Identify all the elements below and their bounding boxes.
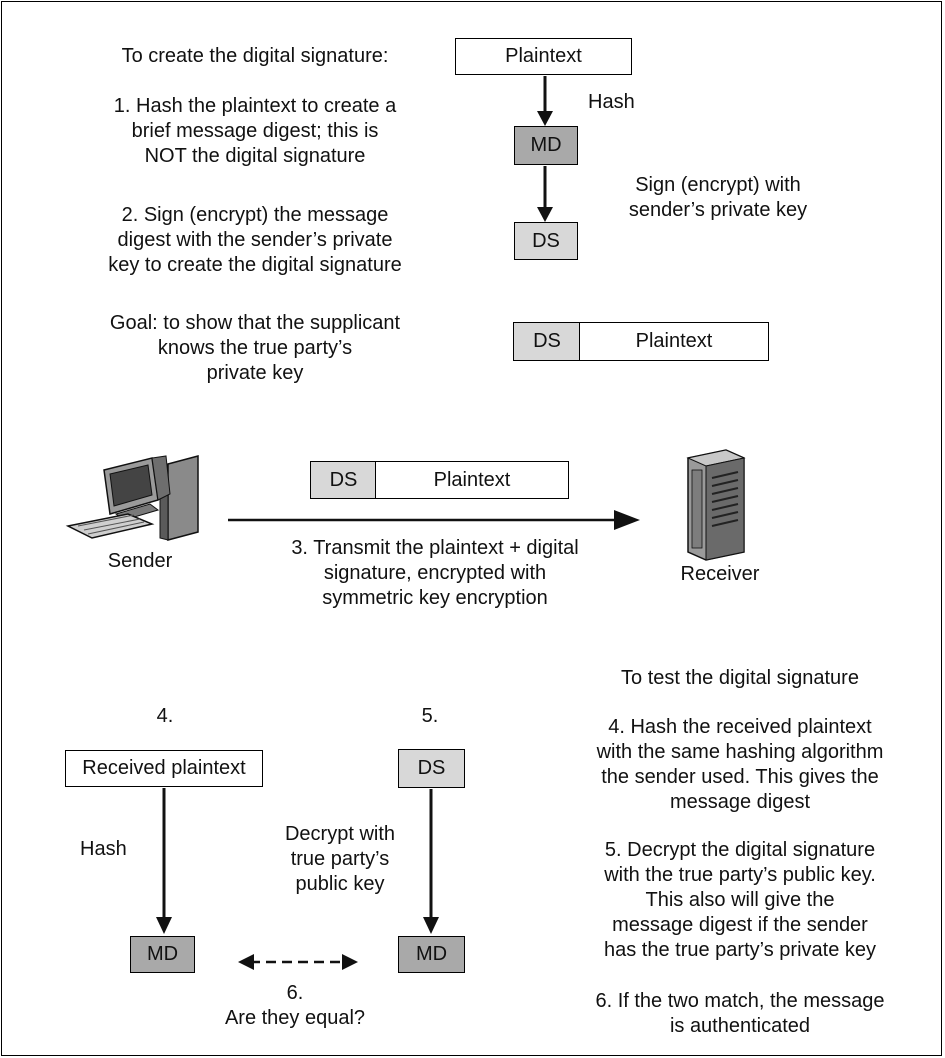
arrow-md-to-ds	[537, 166, 553, 222]
step1-line1: 1. Hash the plaintext to create a	[113, 95, 397, 117]
bundle-top-plaintext: Plaintext	[579, 322, 769, 361]
arrow-ds-to-md	[423, 789, 439, 934]
step3-line3: symmetric key encryption	[322, 587, 548, 609]
step4-number: 4.	[156, 705, 174, 727]
md-box-left: MD	[130, 936, 195, 973]
sender-label: Sender	[107, 550, 173, 572]
step6-question: Are they equal?	[224, 1007, 366, 1029]
test-heading: To test the digital signature	[621, 667, 859, 689]
sign-label-line1: Sign (encrypt) with	[635, 174, 801, 196]
md-box-top: MD	[514, 126, 578, 165]
arrow-transmit	[228, 510, 640, 530]
sign-label-line2: sender’s private key	[628, 199, 808, 221]
decrypt-line1: Decrypt with	[284, 823, 396, 845]
test4-line2: with the same hashing algorithm	[596, 741, 884, 763]
bundle-mid-ds: DS	[310, 461, 377, 499]
step6-number: 6.	[286, 982, 304, 1004]
receiver-label: Receiver	[680, 563, 760, 585]
hash-label-top: Hash	[588, 91, 635, 113]
decrypt-line3: public key	[295, 873, 385, 895]
create-heading: To create the digital signature:	[121, 45, 389, 67]
receiver-server-icon	[686, 449, 746, 561]
test5-line2: with the true party’s public key.	[604, 864, 876, 886]
step1-line2: brief message digest; this is	[131, 120, 379, 142]
test5-line1: 5. Decrypt the digital signature	[604, 839, 876, 861]
hash-label-bottom: Hash	[80, 838, 127, 860]
decrypt-line2: true party’s	[290, 848, 390, 870]
goal-line2: knows the true party’s	[157, 337, 353, 359]
test4-line3: the sender used. This gives the	[601, 766, 879, 788]
test4-line1: 4. Hash the received plaintext	[608, 716, 872, 738]
md-box-right: MD	[398, 936, 465, 973]
bundle-top-ds: DS	[513, 322, 581, 361]
arrow-plaintext-to-md	[537, 76, 553, 126]
test5-line5: has the true party’s private key	[604, 939, 876, 961]
test5-line3: This also will give the	[645, 889, 835, 911]
test6-line1: 6. If the two match, the message	[595, 990, 885, 1012]
goal-line1: Goal: to show that the supplicant	[109, 312, 401, 334]
test4-line4: message digest	[669, 791, 811, 813]
ds-box-top: DS	[514, 222, 578, 260]
test5-line4: message digest if the sender	[612, 914, 868, 936]
bundle-mid-plaintext: Plaintext	[375, 461, 569, 499]
step2-line3: key to create the digital signature	[108, 254, 402, 276]
step2-line2: digest with the sender’s private	[117, 229, 393, 251]
ds-box-bottom: DS	[398, 749, 465, 788]
received-plaintext-box: Received plaintext	[65, 750, 263, 787]
arrow-compare-dashed	[238, 954, 358, 970]
goal-line3: private key	[206, 362, 304, 384]
step3-line2: signature, encrypted with	[323, 562, 547, 584]
test6-line2: is authenticated	[669, 1015, 811, 1037]
arrow-received-to-md	[156, 788, 172, 934]
plaintext-box: Plaintext	[455, 38, 632, 75]
step1-line3: NOT the digital signature	[144, 145, 366, 167]
step2-line1: 2. Sign (encrypt) the message	[121, 204, 389, 226]
step5-number: 5.	[421, 705, 439, 727]
step3-line1: 3. Transmit the plaintext + digital	[291, 537, 579, 559]
sender-computer-icon	[65, 455, 199, 541]
